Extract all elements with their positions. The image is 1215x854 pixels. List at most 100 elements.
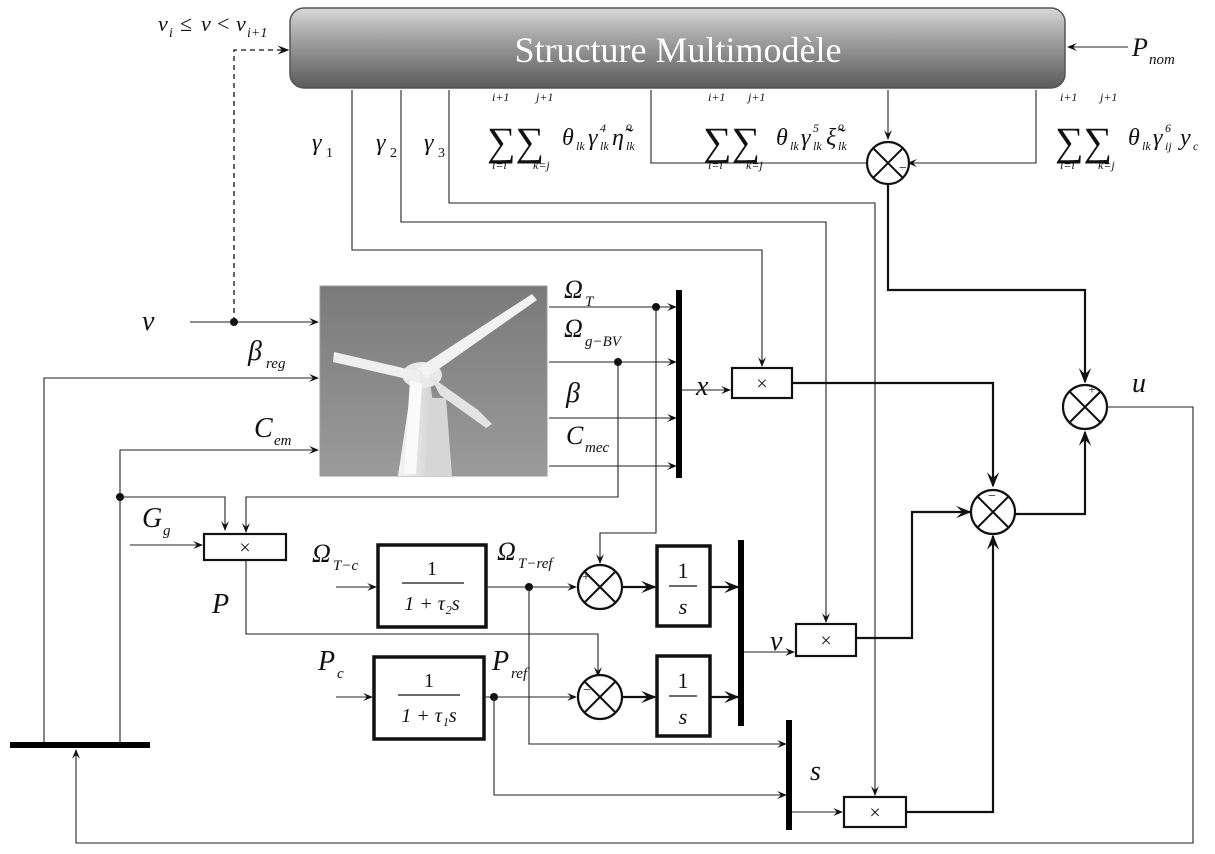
p-label: P — [211, 589, 229, 620]
svg-text:k=j: k=j — [533, 158, 550, 172]
svg-text:nom: nom — [1149, 52, 1175, 68]
middle-summer: − — [971, 489, 1015, 534]
svg-text:×: × — [239, 537, 250, 559]
omega-t-label: Ω — [564, 275, 583, 304]
gamma2-label: γ — [376, 130, 386, 156]
c-em-label: C — [254, 413, 273, 444]
u-feedback-wire — [76, 407, 1193, 843]
s-bus-label: s — [810, 756, 821, 787]
svg-text:−: − — [583, 683, 591, 698]
gamma3-index: 3 — [438, 146, 445, 161]
svg-text:4: 4 — [600, 121, 606, 135]
svg-text:−: − — [899, 161, 907, 176]
svg-text:θ: θ — [562, 125, 574, 151]
beta-out-label: β — [565, 378, 580, 409]
svg-text:o: o — [838, 119, 844, 133]
sum-gamma5-label: i+1 j+1 ∑∑ l=i k=j θ lk γ 5 lk ξ̃ o lk — [703, 90, 847, 172]
omega-tref-label: Ω — [497, 537, 516, 566]
c-mec-sub: mec — [585, 440, 609, 456]
svg-text:≤: ≤ — [180, 11, 192, 36]
svg-text:y: y — [1178, 125, 1191, 151]
pc-sub: c — [337, 666, 344, 682]
svg-text:1 + τ₂s: 1 + τ₂s — [404, 593, 460, 615]
svg-text:l=i: l=i — [1060, 158, 1075, 172]
omega-t-sub: T — [585, 294, 595, 310]
power-summer: − — [578, 675, 622, 719]
svg-text:1 + τ₁s: 1 + τ₁s — [401, 705, 457, 727]
tf-tau2-block: 1 1 + τ₂s — [378, 545, 486, 627]
multimodel-structure-block: Structure Multimodèle — [290, 8, 1065, 88]
x-multiplier: × — [732, 368, 792, 398]
svg-text:P: P — [1131, 33, 1148, 62]
gg-label: G — [142, 503, 162, 534]
output-summer: + — [1063, 383, 1107, 429]
svg-text:<: < — [217, 11, 229, 36]
svg-text:−: − — [988, 489, 996, 504]
svg-text:k=j: k=j — [746, 158, 763, 172]
svg-text:k=j: k=j — [1098, 158, 1115, 172]
beta-reg-label: β — [247, 336, 262, 367]
multimodel-title: Structure Multimodèle — [515, 30, 842, 70]
top-summer: − — [867, 142, 909, 184]
sum-gamma6-label: i+1 j+1 ∑∑ l=i k=j θ lk γ 6 ij y c — [1055, 90, 1199, 172]
svg-text:lk: lk — [1142, 139, 1151, 153]
svg-text:i: i — [169, 26, 173, 41]
top-summer-out — [888, 185, 1085, 382]
gg-sub: g — [163, 523, 171, 539]
svg-text:i+1: i+1 — [1060, 90, 1077, 104]
omega-summer: + — [578, 565, 622, 609]
omega-tref-sub: T−ref — [518, 556, 554, 572]
svg-text:×: × — [820, 630, 831, 652]
u-label: u — [1132, 368, 1146, 399]
svg-text:+: + — [582, 570, 590, 585]
omega-integrator: 1 s — [657, 546, 710, 626]
svg-text:s: s — [679, 704, 688, 729]
gamma2-index: 2 — [390, 146, 397, 161]
svg-text:l=i: l=i — [492, 158, 507, 172]
svg-text:j+1: j+1 — [746, 90, 765, 104]
svg-text:ij: ij — [1165, 139, 1172, 153]
gamma1-label: γ — [312, 130, 322, 156]
svg-text:γ: γ — [801, 125, 811, 151]
svg-text:1: 1 — [427, 558, 437, 580]
svg-text:v: v — [236, 11, 246, 36]
pref-sub: ref — [511, 666, 529, 682]
gamma6-wire — [908, 90, 1036, 163]
s-multiplier: × — [844, 797, 906, 827]
svg-text:1: 1 — [678, 558, 689, 583]
middle-summer-out — [1015, 432, 1085, 514]
svg-text:s: s — [679, 594, 688, 619]
svg-text:lk: lk — [838, 139, 847, 153]
svg-text:1: 1 — [424, 670, 434, 692]
power-integrator: 1 s — [657, 656, 710, 736]
svg-text:v: v — [201, 11, 211, 36]
svg-text:l=i: l=i — [708, 158, 723, 172]
beta-reg-sub: reg — [266, 356, 286, 372]
pref-label: P — [491, 646, 509, 677]
svg-text:θ: θ — [1128, 125, 1140, 151]
dashed-v-link — [234, 50, 288, 322]
wind-turbine-image — [320, 286, 547, 476]
condition-label: v i ≤ v < v i+1 — [158, 11, 267, 41]
svg-text:i+1: i+1 — [708, 90, 725, 104]
svg-text:5: 5 — [813, 121, 819, 135]
omega-gbv-label: Ω — [564, 314, 583, 343]
x-mult-out — [792, 383, 993, 486]
tf-tau1-block: 1 1 + τ₁s — [374, 657, 484, 739]
svg-text:c: c — [1193, 139, 1199, 153]
gamma3-label: γ — [424, 130, 434, 156]
svg-text:γ: γ — [1153, 125, 1163, 151]
power-multiplier: × — [204, 534, 286, 560]
svg-text:γ: γ — [588, 125, 598, 151]
gamma1-index: 1 — [326, 146, 333, 161]
svg-text:θ: θ — [776, 125, 788, 151]
omega-tc-label: Ω — [312, 539, 331, 568]
omega-gbv-sub: g−BV — [585, 334, 623, 350]
svg-text:v: v — [158, 11, 168, 36]
svg-text:lk: lk — [626, 139, 635, 153]
v-input-label: v — [142, 306, 155, 337]
c-em-sub: em — [274, 433, 292, 449]
svg-text:lk: lk — [600, 139, 609, 153]
